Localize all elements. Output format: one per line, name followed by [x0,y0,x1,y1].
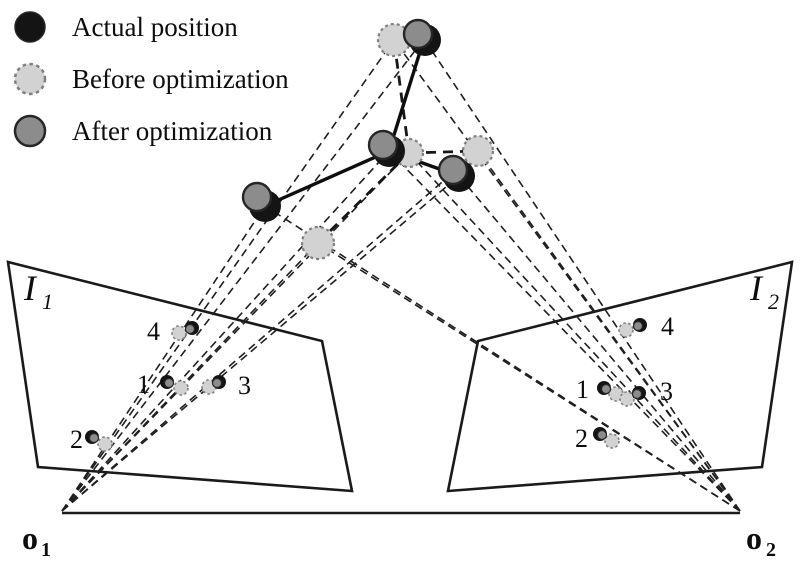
space-point-right-after [437,154,469,186]
right-point-4-before [618,322,634,338]
point-number-labels: 4 1 3 2 4 1 3 2 [70,312,674,454]
space-point-right-before [461,134,495,168]
image-plane-left [6,260,354,493]
before-structure-link [317,152,410,244]
right-point-3-before [619,391,635,407]
legend-label-before: Before optimization [72,64,289,94]
left-point-4-before [171,325,187,341]
left-point-2-after [88,432,100,444]
right-point-4-label: 4 [661,312,674,341]
projection-ray [423,38,741,512]
left-point-2-label: 2 [70,425,83,454]
actual-structure-link [264,149,390,208]
right-point-4-after [632,320,644,332]
right-point-3-after [631,388,643,400]
projection-ray [61,205,266,512]
projection-ray [393,39,741,512]
projection-ray [61,150,390,512]
after-optimization-swatch [13,114,47,148]
camera-labels: o 1 o 2 [22,520,776,561]
image-points-right [593,318,647,449]
legend: Actual position Before optimization Afte… [13,11,289,148]
projection-ray [61,175,460,512]
right-plane-label: I [749,268,764,308]
left-point-2-before [97,436,113,452]
projection-ray [61,242,319,512]
space-point-middle-after [367,129,399,161]
projection-rays-right-camera [264,38,741,512]
left-plane-subscript: 1 [42,289,53,314]
left-point-3-after [211,377,223,389]
right-point-1-label: 1 [576,375,589,404]
projection-ray [61,150,479,512]
left-point-1-after [163,377,175,389]
left-point-1-label: 1 [137,370,150,399]
right-point-3-label: 3 [660,377,673,406]
left-point-4-after [184,323,196,335]
right-camera-subscript: 2 [766,539,776,561]
projection-ray [458,175,741,512]
right-point-1-after [600,383,612,395]
plane-labels: I 1 I 2 [23,268,779,314]
space-point-left-after [241,181,273,213]
right-plane-subscript: 2 [768,289,779,314]
right-point-2-label: 2 [575,424,588,453]
actual-structure-link [387,38,426,152]
legend-label-after: After optimization [72,116,273,146]
left-point-1-before [173,380,189,396]
right-point-2-after [596,429,608,441]
image-plane-right [446,260,794,493]
before-optimization-swatch [13,62,47,96]
projection-ray [408,152,741,512]
image-points-left [85,321,226,452]
actual-position-swatch [14,11,46,43]
projection-ray [388,150,741,512]
left-plane-label: I [23,268,38,308]
left-point-3-label: 3 [238,371,251,400]
projection-ray [61,39,395,512]
projection-ray [61,152,410,512]
projection-ray [317,242,741,512]
before-structure-link [392,39,411,154]
space-point-left-before [300,225,336,261]
projection-ray [477,150,741,512]
right-camera-label: o [746,520,762,556]
projection-rays-left-camera [61,38,479,512]
space-points [241,18,495,261]
right-point-2-before [604,433,620,449]
left-point-4-label: 4 [147,317,160,346]
projection-ray [61,38,425,512]
left-camera-subscript: 1 [41,539,51,561]
legend-label-actual: Actual position [72,12,238,42]
left-camera-label: o [22,520,38,556]
space-point-top-after [402,18,434,50]
